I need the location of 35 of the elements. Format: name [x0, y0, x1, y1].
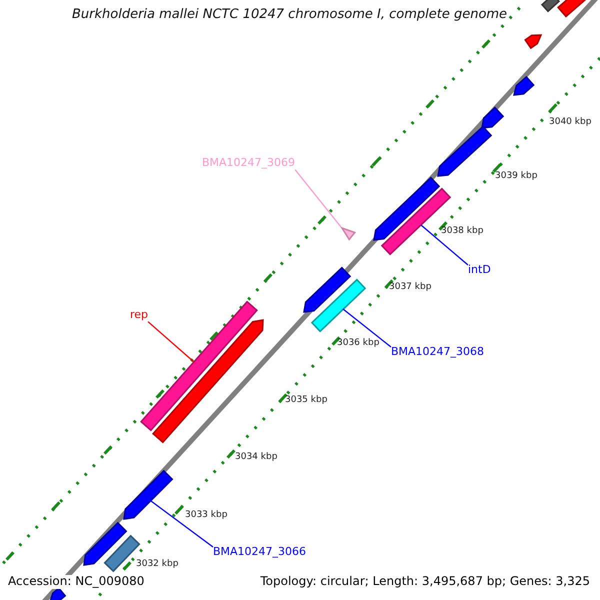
tick-label: 3032 kbp: [136, 559, 178, 570]
gene-label: BMA10247_3066: [213, 546, 306, 559]
leader-line: [294, 169, 342, 228]
gene-bar: [524, 34, 542, 50]
leader-line: [342, 308, 392, 348]
gene-bar: [303, 266, 352, 313]
gene-bar: [437, 126, 492, 177]
gene-label: rep: [130, 309, 148, 322]
gene-label: intD: [468, 264, 491, 277]
gene-bar: [513, 76, 535, 96]
gene-bar: [373, 176, 440, 241]
gene-bar: [310, 278, 366, 332]
gene-bar: [83, 522, 128, 566]
tick-label: 3034 kbp: [235, 452, 278, 462]
gene-label: BMA10247_3068: [391, 346, 484, 359]
tick-label: 3033 kbp: [185, 510, 228, 520]
tick-label: 3040 kbp: [549, 117, 592, 128]
leader-line: [420, 224, 468, 266]
tick-label: 3037 kbp: [389, 282, 432, 292]
gene-bar: [481, 106, 504, 129]
leader-line: [150, 500, 214, 548]
gene-bar: [540, 0, 560, 12]
tick-label: 3039 kbp: [495, 171, 538, 182]
gene-label: BMA10247_3069: [202, 157, 296, 170]
genome-stats-text: Topology: circular; Length: 3,495,687 bp; Genes: 3,325: [260, 575, 590, 589]
accession-text: Accession: NC_009080: [8, 575, 144, 589]
gene-bar: [48, 587, 66, 600]
tick-label: 3038 kbp: [441, 226, 484, 236]
tick-label: 3036 kbp: [337, 338, 380, 348]
gene-marker: [340, 226, 356, 241]
leader-line: [148, 321, 194, 362]
gene-bar: [123, 470, 174, 520]
title: Burkholderia mallei NCTC 10247 chromosome I, complete genome: [72, 8, 508, 23]
gene-bar: [152, 319, 264, 444]
tick-label: 3035 kbp: [285, 395, 328, 406]
